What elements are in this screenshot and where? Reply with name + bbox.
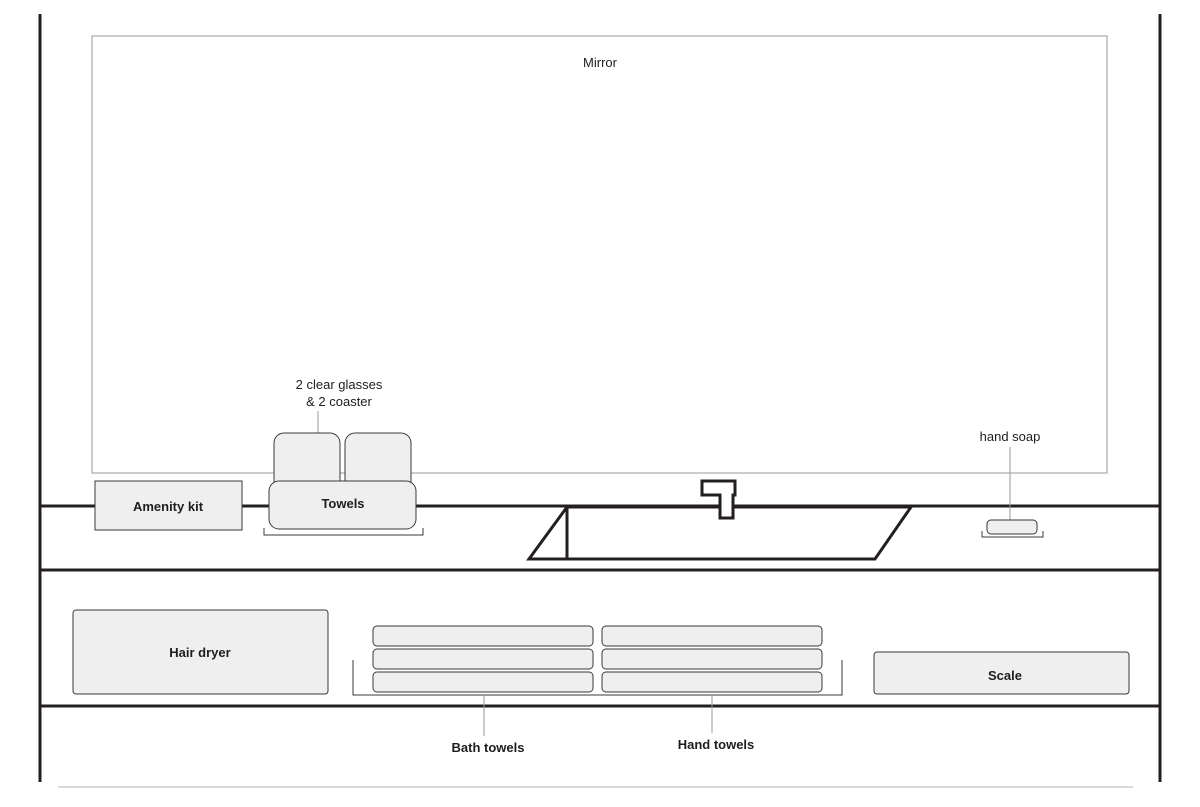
bath-towel-middle [372, 648, 594, 670]
mirror [91, 35, 1108, 474]
hand-towel-top [601, 625, 823, 647]
hair-dryer-label: Hair dryer [169, 645, 230, 660]
mirror-label: Mirror [583, 55, 618, 70]
sink-basin [526, 505, 914, 561]
amenity-kit [94, 480, 243, 531]
bath-towel-bottom [372, 671, 594, 693]
towel-stacks-bracket [352, 660, 843, 696]
counter-towels [268, 480, 417, 530]
counter-towels-label: Towels [321, 496, 364, 511]
hand-soap-bracket [981, 531, 1044, 538]
bath-towels-label: Bath towels [452, 740, 525, 755]
hand-towels-label: Hand towels [678, 737, 755, 752]
amenity-kit-label: Amenity kit [133, 499, 204, 514]
glasses-label-line1: 2 clear glasses [296, 377, 383, 392]
scale [873, 651, 1130, 695]
scale-label: Scale [988, 668, 1022, 683]
hand-towel-bottom [601, 671, 823, 693]
hair-dryer [72, 609, 329, 695]
faucet [700, 479, 737, 520]
hand-soap-label: hand soap [980, 429, 1041, 444]
hand-soap [986, 519, 1038, 535]
bath-towel-top [372, 625, 594, 647]
glasses-label-line2: & 2 coaster [306, 394, 372, 409]
hand-towel-middle [601, 648, 823, 670]
counter-towels-bracket [263, 528, 424, 536]
